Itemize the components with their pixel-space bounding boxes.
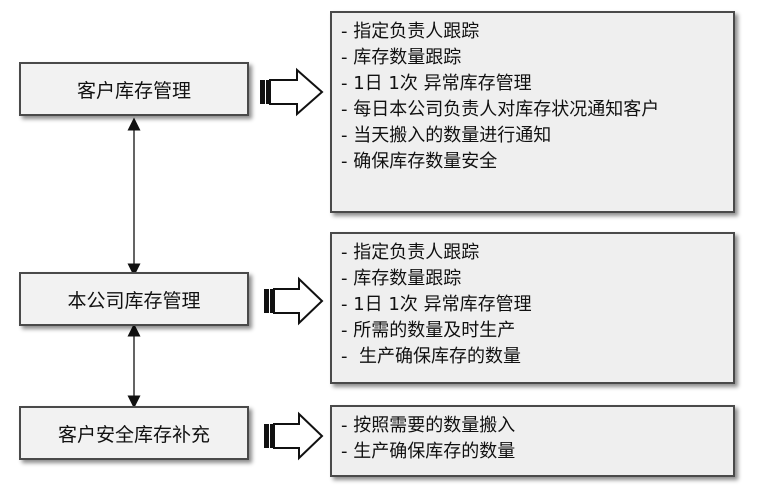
detail-list: - 指定负责人跟踪 - 库存数量跟踪 - 1日 1次 异常库存管理 - 所需的数… (341, 240, 733, 370)
block-arrow-1 (260, 67, 324, 117)
detail-list: - 指定负责人跟踪 - 库存数量跟踪 - 1日 1次 异常库存管理 - 每日本公… (341, 19, 733, 175)
detail-item: - 指定负责人跟踪 (341, 242, 480, 263)
stage-box-customer-inventory: 客户库存管理 (19, 62, 249, 116)
block-arrow-2 (264, 276, 324, 326)
detail-box-customer-inventory: - 指定负责人跟踪 - 库存数量跟踪 - 1日 1次 异常库存管理 - 每日本公… (330, 11, 735, 213)
detail-item: - 指定负责人跟踪 (341, 21, 480, 42)
detail-item: - 生产确保库存的数量 (341, 346, 521, 367)
detail-box-company-inventory: - 指定负责人跟踪 - 库存数量跟踪 - 1日 1次 异常库存管理 - 所需的数… (330, 232, 735, 384)
detail-item: - 1日 1次 异常库存管理 (341, 294, 532, 315)
detail-item: - 库存数量跟踪 (341, 268, 462, 289)
detail-item: - 生产确保库存的数量 (341, 441, 516, 462)
block-arrow-3 (264, 411, 324, 461)
detail-box-safety-stock: - 按照需要的数量搬入 - 生产确保库存的数量 (330, 405, 735, 477)
detail-item: - 库存数量跟踪 (341, 47, 462, 68)
stage-label: 客户安全库存补充 (57, 423, 210, 446)
stage-label: 本公司库存管理 (67, 289, 201, 312)
stage-box-company-inventory: 本公司库存管理 (19, 272, 249, 326)
stage-label: 客户库存管理 (76, 79, 191, 102)
stage-box-safety-stock: 客户安全库存补充 (19, 406, 249, 460)
detail-item: - 当天搬入的数量进行通知 (341, 125, 552, 146)
detail-item: - 所需的数量及时生产 (341, 320, 516, 341)
detail-item: - 按照需要的数量搬入 (341, 415, 516, 436)
detail-item: - 每日本公司负责人对库存状况通知客户 (341, 99, 660, 120)
detail-item: - 确保库存数量安全 (341, 151, 498, 172)
detail-item: - 1日 1次 异常库存管理 (341, 73, 532, 94)
detail-list: - 按照需要的数量搬入 - 生产确保库存的数量 (341, 413, 733, 465)
